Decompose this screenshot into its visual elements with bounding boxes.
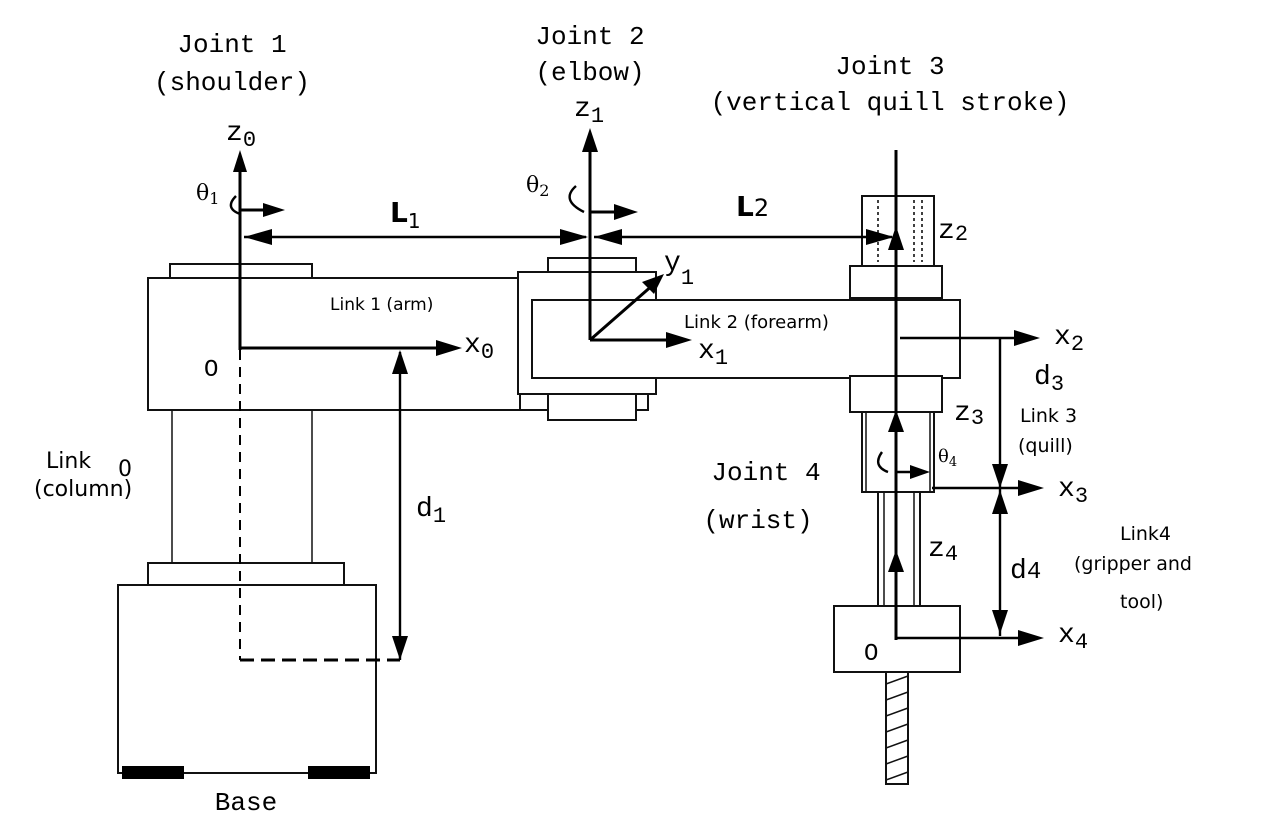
link-3-quill-housing	[849, 195, 943, 493]
base-group	[117, 562, 377, 779]
z2-arrow-head	[888, 226, 904, 250]
x4-arrow-head	[1018, 630, 1044, 646]
z1-arrow-head	[582, 128, 598, 152]
z3-arrow-head	[888, 410, 904, 432]
origin-0-label: O	[204, 357, 218, 384]
joint-4-sublabel: (wrist)	[703, 506, 812, 536]
link-1-label: Link 1 (arm)	[330, 295, 433, 315]
x4-label: x4	[1058, 620, 1088, 655]
z4-arrow-head	[888, 550, 904, 572]
tool-hatch-line	[885, 739, 909, 749]
tool-hatch-line	[885, 723, 909, 733]
z2-label: z2	[938, 216, 968, 247]
x0-arrow-head	[436, 340, 462, 356]
theta4-arrow-head	[910, 465, 930, 479]
tool-hatch-line	[885, 707, 909, 717]
theta1-label: θ1	[196, 181, 219, 208]
L1-arrow-left	[244, 229, 272, 245]
y1-label: y1	[664, 248, 694, 291]
theta2-arrow-head	[614, 204, 638, 220]
z3-label: z3	[954, 398, 984, 431]
link-0-sublabel: (column)	[34, 477, 132, 502]
tool-hatch-line	[885, 675, 909, 685]
link-0-subindex: 0	[118, 457, 132, 482]
link-3-sublabel: (quill)	[1018, 435, 1073, 457]
x2-arrow-head	[1014, 330, 1040, 346]
joint-3-sublabel: (vertical quill stroke)	[711, 88, 1070, 118]
link-3-label: Link 3	[1020, 405, 1077, 427]
L1-arrow-right	[560, 229, 588, 245]
d1-arrow-up	[392, 350, 408, 374]
joint-2-label: Joint 2	[535, 22, 644, 52]
z1-label: z1	[574, 94, 604, 129]
link-0-label: Link	[46, 449, 91, 474]
L2-label: L2	[736, 190, 769, 223]
theta1-arrow-head	[263, 203, 285, 217]
joint-1-label: Joint 1	[177, 30, 286, 60]
x0-label: x0	[464, 330, 494, 365]
d4-arrow-up	[992, 490, 1008, 514]
x3-label: x3	[1058, 474, 1088, 509]
joint-3-label: Joint 3	[835, 52, 944, 82]
y1-arrow-head	[642, 274, 664, 294]
theta4-label: θ4	[938, 446, 957, 470]
base-foot-right	[308, 766, 370, 779]
L1-label: L1	[390, 196, 421, 233]
joint-1-sublabel: (shoulder)	[154, 68, 310, 98]
d4-arrow-down	[992, 610, 1008, 634]
joint-2-bottom-plate	[547, 393, 637, 421]
z4-label: z4	[928, 534, 958, 567]
joint-4-label: Joint 4	[711, 458, 820, 488]
x3-arrow-head	[1018, 480, 1044, 496]
d3-arrow-down	[992, 464, 1008, 488]
link-2-label: Link 2 (forearm)	[684, 312, 829, 333]
quill-bottom-sleeve	[861, 411, 935, 493]
theta1-rotation-arc	[229, 195, 241, 216]
z0-arrow-head	[233, 150, 247, 172]
origin-4-label: O	[864, 641, 878, 668]
link-4-label: Link4	[1120, 523, 1171, 545]
d1-arrow-down	[392, 636, 408, 660]
d4-label: d4	[1010, 556, 1041, 587]
x1-label: x1	[698, 336, 728, 371]
joint-2-cap	[547, 257, 637, 273]
base-label: Base	[215, 788, 277, 818]
L2-arrow-left	[594, 229, 622, 245]
joint-2-sublabel: (elbow)	[535, 58, 644, 88]
d1-label: d1	[416, 494, 446, 529]
link-4-sublabel-1: (gripper and	[1074, 553, 1192, 575]
d3-label: d3	[1034, 362, 1064, 397]
x2-label: x2	[1054, 322, 1084, 357]
L2-arrow-right	[866, 229, 894, 245]
x1-arrow-head	[666, 332, 692, 348]
base-top-plate	[147, 562, 345, 586]
theta2-rotation-arc	[568, 185, 585, 214]
tool-hatching	[885, 675, 909, 781]
tool-hatch-line	[885, 691, 909, 701]
column-link-0	[171, 410, 313, 563]
theta2-label: θ2	[526, 173, 549, 200]
z0-label: z0	[226, 118, 256, 153]
tool-hatch-line	[885, 755, 909, 765]
base-block	[117, 584, 377, 774]
theta4-rotation-arc	[876, 451, 889, 474]
y1-axis-line	[589, 282, 655, 342]
link-4-sublabel-2: tool)	[1120, 591, 1163, 613]
base-foot-left	[122, 766, 184, 779]
tool-hatch-line	[885, 771, 909, 781]
